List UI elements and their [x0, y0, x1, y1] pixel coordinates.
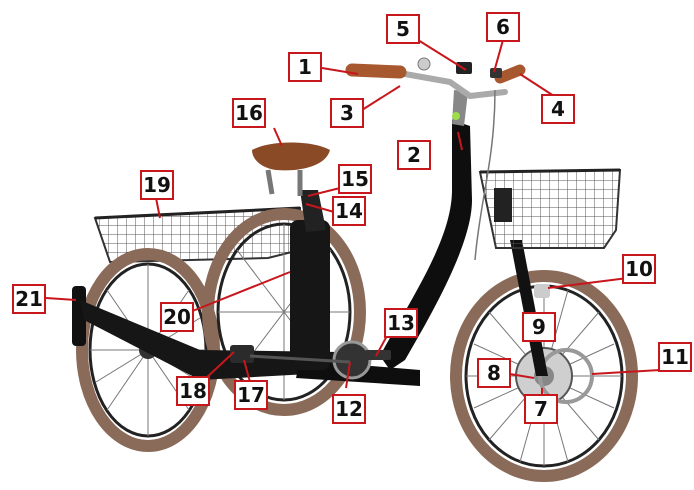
stem-reflector: [452, 112, 460, 120]
callout-4: 4: [541, 94, 575, 124]
callout-21: 21: [12, 284, 46, 314]
callout-6: 6: [486, 12, 520, 42]
differential: [230, 345, 254, 363]
throttle: [490, 68, 502, 78]
callout-3: 3: [330, 98, 364, 128]
callout-2: 2: [397, 140, 431, 170]
front-basket: [480, 170, 620, 248]
callout-7: 7: [524, 394, 558, 424]
callout-15: 15: [338, 164, 372, 194]
callout-12: 12: [332, 394, 366, 424]
callout-18: 18: [176, 376, 210, 406]
callout-1: 1: [288, 52, 322, 82]
saddle: [252, 143, 330, 197]
callout-14: 14: [332, 196, 366, 226]
callout-5: 5: [386, 14, 420, 44]
callout-13: 13: [384, 308, 418, 338]
battery: [290, 220, 330, 370]
callout-20: 20: [160, 302, 194, 332]
callout-10: 10: [622, 254, 656, 284]
callout-19: 19: [140, 170, 174, 200]
right-grip: [500, 70, 520, 78]
callout-16: 16: [232, 98, 266, 128]
callout-8: 8: [477, 358, 511, 388]
callout-17: 17: [234, 380, 268, 410]
callout-11: 11: [658, 342, 692, 372]
front-light: [534, 284, 550, 298]
bell: [418, 58, 430, 70]
left-grip: [352, 70, 400, 72]
callout-9: 9: [522, 312, 556, 342]
